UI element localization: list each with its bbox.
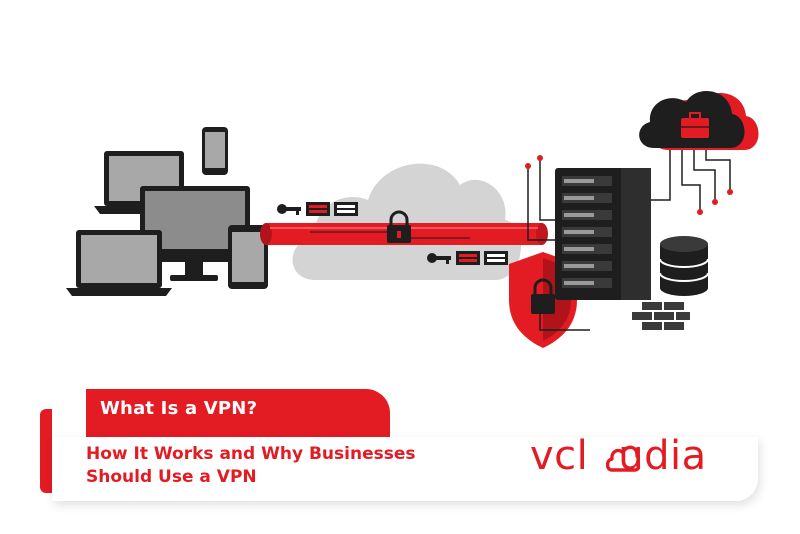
data-block <box>456 251 480 265</box>
data-block <box>487 259 505 262</box>
subtitle-panel: How It Works and Why Businesses Should U… <box>52 437 758 501</box>
phone-icon <box>202 127 228 175</box>
server-slots <box>562 176 612 288</box>
node-dot <box>712 199 718 205</box>
padlock-icon <box>387 210 411 243</box>
data-block <box>459 259 477 262</box>
key-icon <box>427 253 451 264</box>
node-dot <box>537 155 543 161</box>
node-dot <box>525 163 531 169</box>
data-block <box>337 210 355 213</box>
laptop-icon <box>66 230 172 296</box>
accent-bar <box>40 409 52 493</box>
logo-cloud-icon <box>606 445 640 472</box>
data-block <box>484 251 508 265</box>
wiring <box>651 150 731 210</box>
wiring <box>527 160 590 331</box>
page-title: What Is a VPN? <box>100 398 258 419</box>
title-badge: What Is a VPN? <box>86 389 390 437</box>
data-block <box>459 254 477 257</box>
data-block <box>309 205 327 208</box>
database-icon <box>659 236 709 296</box>
firewall-icon <box>632 302 690 330</box>
logo-text-start: vcl <box>530 433 589 479</box>
data-block <box>334 202 358 216</box>
data-block <box>306 202 330 216</box>
vpn-illustration <box>66 90 759 348</box>
data-block <box>337 205 355 208</box>
node-dot <box>697 209 703 215</box>
cloud-briefcase-icon <box>639 90 759 150</box>
key-icon <box>277 204 301 215</box>
tablet-icon <box>228 225 268 289</box>
page-subtitle: How It Works and Why Businesses Should U… <box>86 444 416 487</box>
data-block <box>309 210 327 213</box>
node-dot <box>727 189 733 195</box>
data-block <box>487 254 505 257</box>
